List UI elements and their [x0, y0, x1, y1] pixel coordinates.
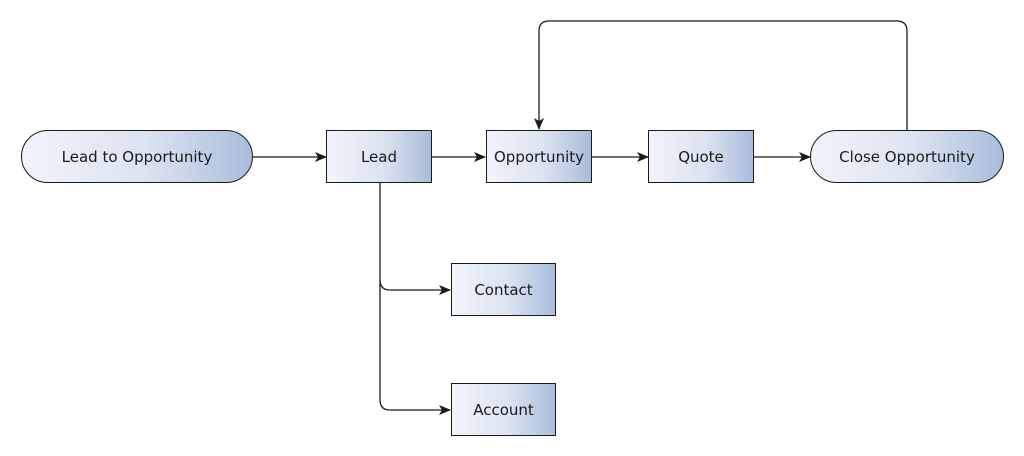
edge-close-opportunity-to-opportunity	[534, 20, 908, 130]
node-lead-label: Lead	[360, 147, 398, 166]
node-lead-to-opportunity-label: Lead to Opportunity	[61, 147, 213, 166]
node-close-opportunity-label: Close Opportunity	[839, 147, 975, 166]
node-contact-label: Contact	[474, 280, 533, 299]
node-account[interactable]: Account	[451, 383, 556, 436]
node-close-opportunity[interactable]: Close Opportunity	[810, 130, 1004, 183]
node-lead-to-opportunity[interactable]: Lead to Opportunity	[21, 130, 253, 183]
edge-lead-to-account	[379, 280, 451, 415]
node-lead[interactable]: Lead	[326, 130, 432, 183]
node-opportunity[interactable]: Opportunity	[486, 130, 592, 183]
node-quote-label: Quote	[678, 147, 724, 166]
node-account-label: Account	[473, 400, 534, 419]
node-quote[interactable]: Quote	[648, 130, 754, 183]
node-contact[interactable]: Contact	[451, 263, 556, 316]
node-opportunity-label: Opportunity	[493, 147, 584, 166]
edge-lead-to-contact	[379, 183, 451, 295]
